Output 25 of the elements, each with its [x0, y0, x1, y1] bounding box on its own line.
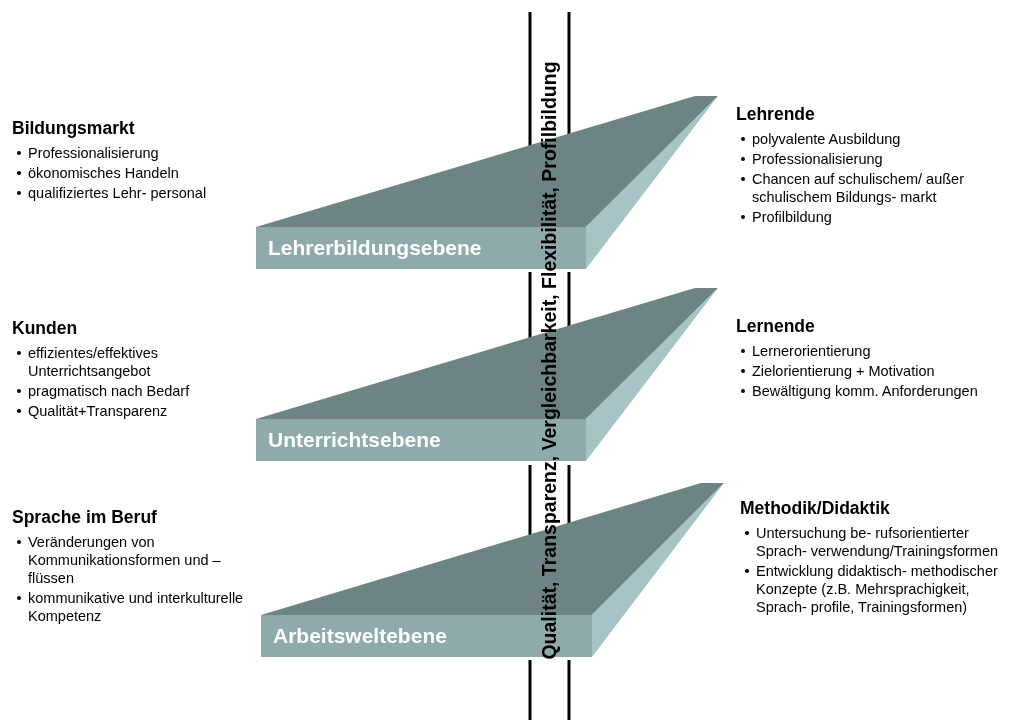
bullet-text: Professionalisierung: [28, 145, 159, 161]
block-heading: Methodik/Didaktik: [740, 498, 890, 519]
level-label: Lehrerbildungsebene: [268, 236, 482, 260]
axis-label: Qualität, Transparenz, Vergleichbarkeit, Flexibilität, Profilbildung: [537, 60, 561, 660]
block-heading: Lernende: [736, 316, 815, 337]
bullet-text: Qualität+Transparenz: [28, 403, 168, 419]
bullet-text: kommunikative und interkulturelle Kompetenz: [28, 590, 244, 624]
block-heading: Sprache im Beruf: [12, 507, 157, 528]
bullet-text: Untersuchung be- rufsorientierter Sprach- verwendung/Trainingsformen: [756, 525, 999, 559]
level-label: Arbeitsweltebene: [273, 624, 447, 648]
block-heading: Kunden: [12, 318, 78, 339]
bullet-text: Zielorientierung + Motivation: [752, 363, 935, 379]
bullet-text: Entwicklung didaktisch- methodischer Konzepte (z.B. Mehrsprachigkeit, Sprach- profile, Trainingsformen): [756, 563, 998, 615]
bullet-text: Bewältigung komm. Anforderungen: [752, 383, 978, 399]
block-heading: Bildungsmarkt: [12, 118, 135, 139]
block-heading: Lehrende: [736, 104, 815, 125]
bullet-text: polyvalente Ausbildung: [752, 131, 901, 147]
bullet-text: Chancen auf schulischem/ außer schulischem Bildungs- markt: [752, 171, 964, 205]
bullet-text: ökonomisches Handeln: [28, 165, 179, 181]
bullet-text: Profilbildung: [752, 209, 832, 225]
bullet-text: Professionalisierung: [752, 151, 883, 167]
bullet-text: qualifiziertes Lehr- personal: [28, 185, 207, 201]
level-label: Unterrichtsebene: [268, 428, 441, 452]
bullet-text: Lernerorientierung: [752, 343, 871, 359]
bullet-text: pragmatisch nach Bedarf: [28, 383, 190, 399]
